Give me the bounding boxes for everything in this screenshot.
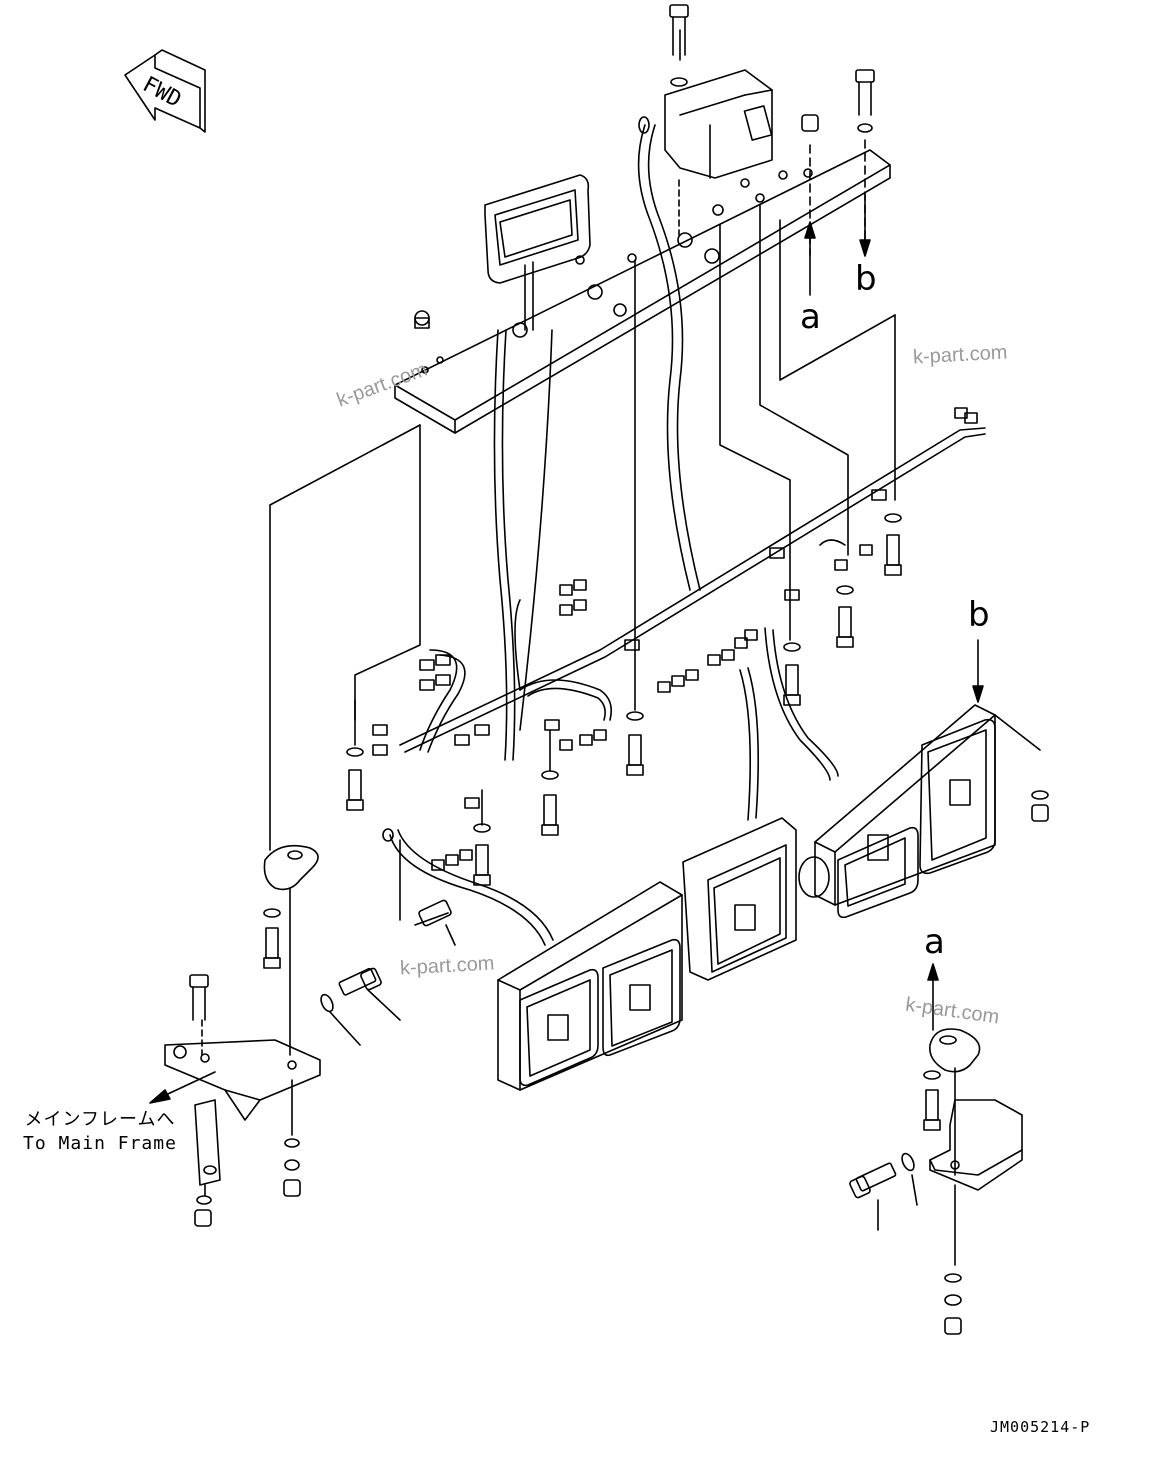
upper-mounting-plate: [394, 149, 891, 434]
arrow-to-main-frame: [149, 1071, 216, 1104]
top-right-fasteners: [801, 69, 875, 256]
main-frame-note-en: To Main Frame: [23, 1133, 177, 1154]
bracket-right: [849, 1099, 1023, 1335]
arrow-b-right: [972, 639, 984, 703]
callout-a-lower: a: [924, 922, 945, 962]
harness-fasteners: [346, 259, 902, 886]
rear-lamp-center: [682, 817, 797, 981]
fwd-arrow-icon: [124, 49, 206, 133]
arrow-b-top: [859, 194, 871, 257]
callout-a-top: a: [800, 297, 821, 337]
mounting-bolt-left: [320, 839, 456, 1046]
main-frame-note-jp: メインフレームへ: [24, 1109, 176, 1130]
sensor-left: [263, 844, 319, 1056]
rear-lamp-left: [497, 881, 683, 1091]
callout-b-right: b: [968, 595, 990, 635]
rear-lamp-right: [798, 704, 1049, 919]
bracket-left: [164, 974, 321, 1227]
harness-connectors: [372, 407, 978, 871]
arrow-a-lower: [927, 963, 939, 1031]
arrow-a-top: [804, 221, 816, 296]
horn-unit: [664, 4, 773, 236]
sensor-right: [923, 1028, 981, 1176]
callout-b-top: b: [855, 259, 877, 299]
work-lamp-top: [484, 174, 591, 331]
main-frame-note: メインフレームへ To Main Frame: [10, 1108, 190, 1156]
drawing-code: JM005214-P: [990, 1418, 1091, 1436]
